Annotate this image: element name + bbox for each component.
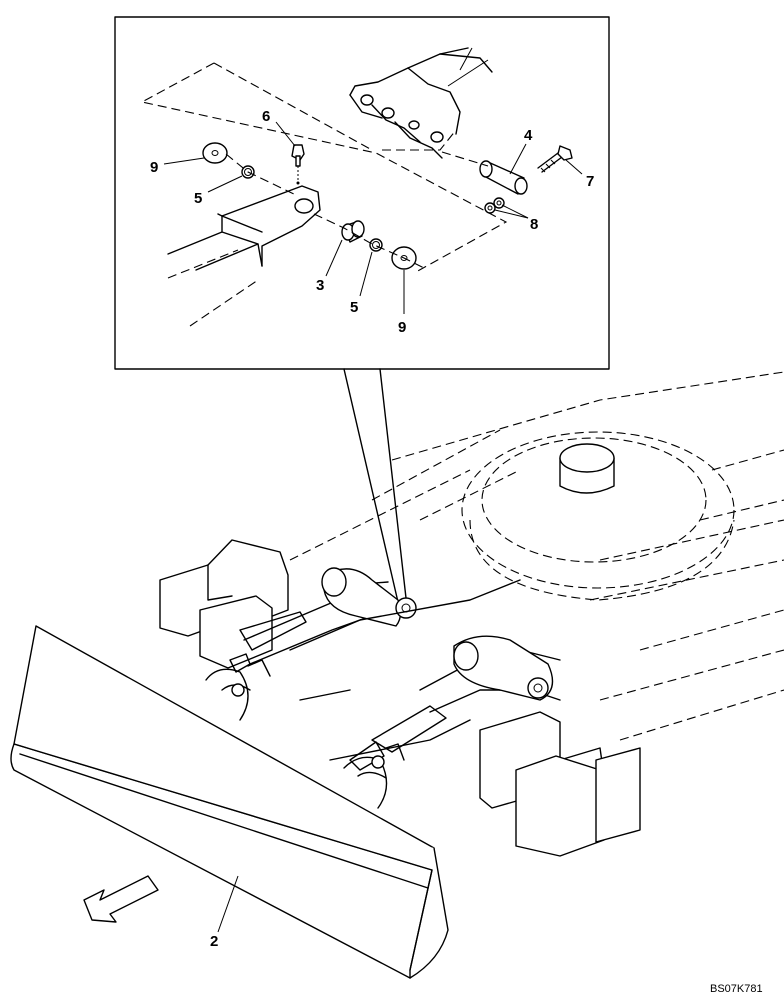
- dozer-blade-part-2: [10, 625, 449, 979]
- blade-linkage: [205, 579, 521, 809]
- seal-lower-part-5: [369, 238, 383, 252]
- pin-part-4: [479, 160, 528, 195]
- callout-9-lower: 9: [398, 319, 406, 336]
- drawing-code: BS07K781: [710, 983, 763, 995]
- left-cylinder: [159, 539, 417, 673]
- washer-upper-part-9: [202, 142, 228, 164]
- callout-4: 4: [524, 127, 533, 144]
- leader-lines: [163, 121, 583, 314]
- grease-fitting-part-6: [291, 144, 305, 185]
- callout-5-upper: 5: [194, 190, 202, 207]
- callout-6: 6: [262, 108, 270, 125]
- callout-8: 8: [530, 216, 538, 233]
- callout-3: 3: [316, 277, 324, 294]
- detail-inset: 9 5 6 4 7 8 3 5 9: [114, 16, 610, 370]
- nuts-part-8: [484, 197, 505, 214]
- callout-9-upper: 9: [150, 159, 158, 176]
- bolt-part-7: [537, 145, 573, 173]
- callout-7: 7: [586, 173, 594, 190]
- inset-frame: [114, 16, 610, 370]
- cylinder-rod-end: [167, 185, 321, 327]
- forward-direction-arrow-icon: [83, 875, 159, 923]
- bracket-assembly: [349, 47, 493, 159]
- turntable: [461, 431, 735, 601]
- right-cylinder: [349, 635, 607, 857]
- callout-5-lower: 5: [350, 299, 358, 316]
- machine-lower-body: [159, 371, 784, 857]
- detail-pointer-icon: [343, 368, 407, 603]
- callout-2: 2: [210, 933, 218, 950]
- bushing-part-3: [341, 220, 365, 243]
